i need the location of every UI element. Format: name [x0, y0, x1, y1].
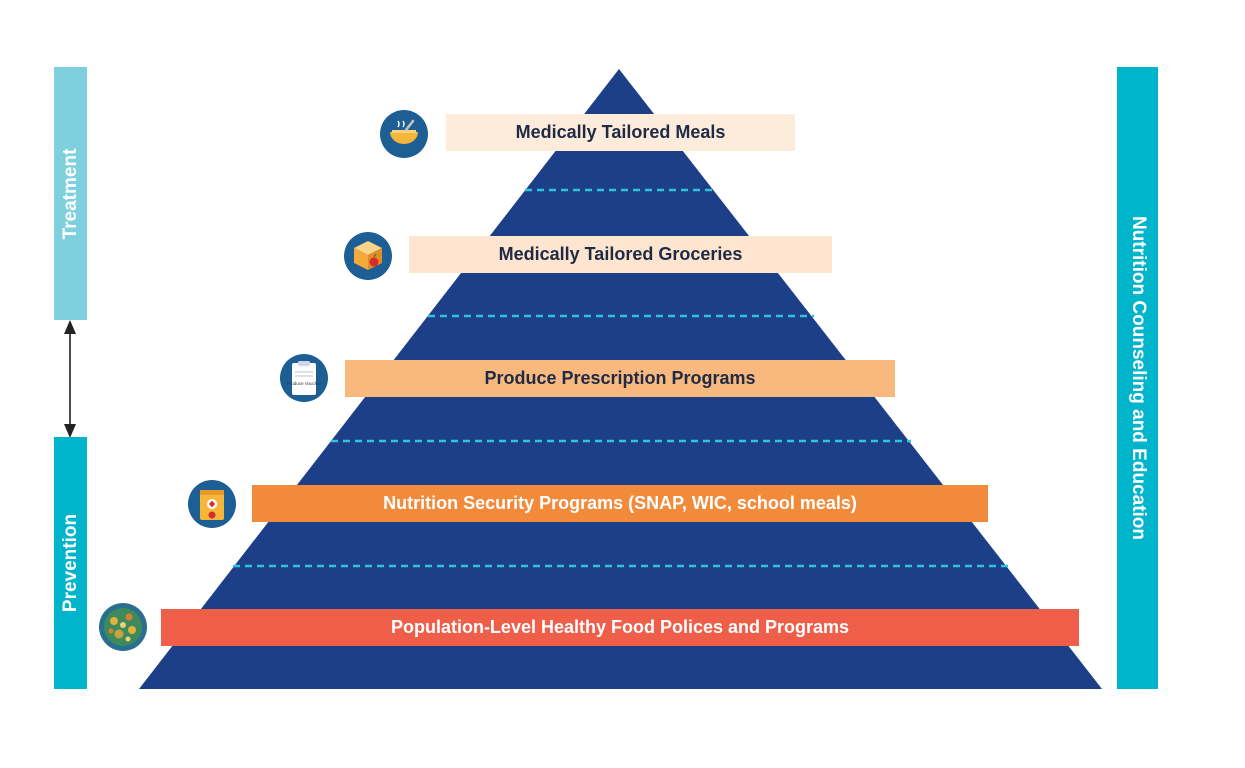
- level-band-security: Nutrition Security Programs (SNAP, WIC, …: [252, 485, 988, 522]
- level-band-groceries: Medically Tailored Groceries: [409, 236, 832, 273]
- world-food-icon: [99, 603, 147, 651]
- treatment-bar: Treatment: [54, 67, 87, 320]
- nutrition-education-bar: Nutrition Counseling and Education: [1117, 67, 1158, 689]
- arrow-head-up: [64, 320, 76, 334]
- level-band-produce: Produce Prescription Programs: [345, 360, 895, 397]
- level-label: Medically Tailored Meals: [515, 122, 726, 142]
- voucher-text: Produce Voucher: [287, 381, 322, 386]
- level-label: Produce Prescription Programs: [484, 368, 756, 388]
- produce-voucher-icon: Produce Voucher: [280, 354, 328, 402]
- level-label: Medically Tailored Groceries: [498, 244, 743, 264]
- treatment-label: Treatment: [59, 148, 81, 239]
- nutrition-education-label: Nutrition Counseling and Education: [1127, 215, 1149, 541]
- level-band-population: Population-Level Healthy Food Polices an…: [161, 609, 1079, 646]
- bowl-icon: [380, 110, 428, 158]
- prevention-bar: Prevention: [54, 437, 87, 689]
- level-label: Population-Level Healthy Food Polices an…: [390, 617, 850, 637]
- food-bag-icon: [188, 480, 236, 528]
- grocery-box-icon: [344, 232, 392, 280]
- prevention-label: Prevention: [59, 513, 81, 613]
- level-label: Nutrition Security Programs (SNAP, WIC, …: [383, 493, 857, 513]
- level-band-meals: Medically Tailored Meals: [446, 114, 795, 151]
- arrow-head-down: [64, 424, 76, 438]
